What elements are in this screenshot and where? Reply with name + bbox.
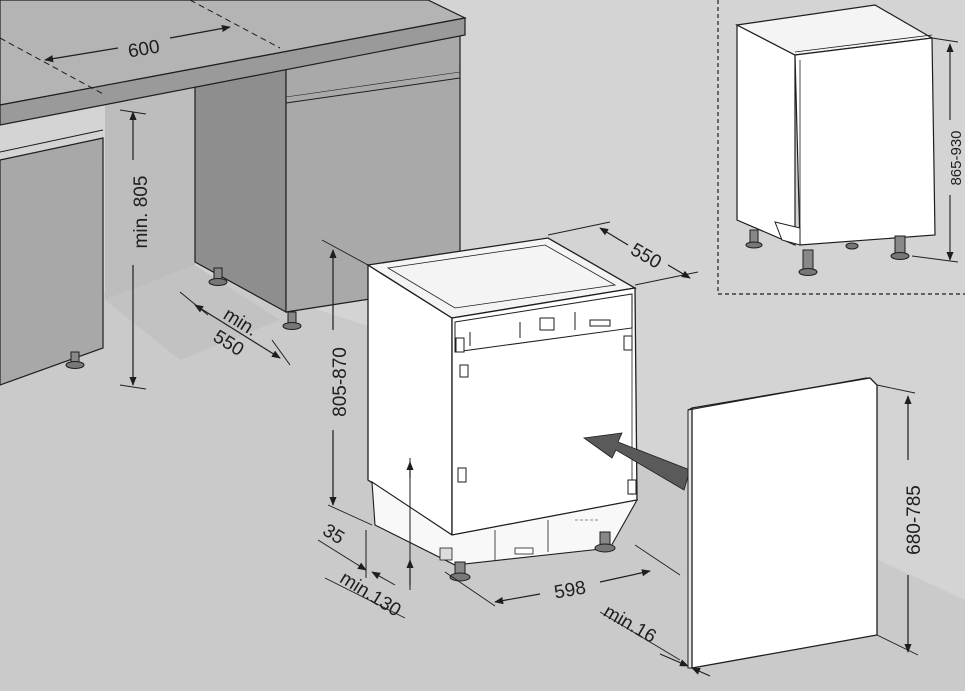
inset-foot-2 bbox=[798, 249, 818, 276]
dishwasher-bracket-1 bbox=[539, 317, 555, 331]
dim-label-680-785: 680-785 bbox=[904, 485, 925, 555]
dim-label-865-930: 865-930 bbox=[948, 130, 965, 185]
door-panel-front bbox=[691, 377, 878, 669]
insertion-arrow bbox=[582, 432, 691, 491]
inset-foot-3 bbox=[890, 235, 910, 260]
dim-label-805-870: 805-870 bbox=[330, 347, 351, 417]
dim-panel-height: 680-785 bbox=[876, 384, 925, 656]
worktop-edge bbox=[0, 17, 466, 126]
dishwasher-foot-front bbox=[594, 531, 616, 553]
right-cabinet-foot-2 bbox=[282, 311, 302, 330]
dim-label-min805: min. 805 bbox=[131, 176, 152, 249]
right-cabinet-drawer-line bbox=[285, 77, 461, 104]
dim-niche-height: min. 805 bbox=[119, 109, 152, 390]
inset-panel: 865-930 bbox=[717, 0, 965, 295]
dim-label-550-appliance: 550 bbox=[627, 239, 665, 273]
dishwasher-bracket-2 bbox=[589, 319, 611, 327]
left-cabinet-drawer-line bbox=[0, 129, 104, 153]
inset-foot-1 bbox=[745, 229, 763, 249]
right-cabinet-foot-1 bbox=[208, 267, 228, 286]
dishwasher bbox=[366, 237, 639, 582]
dim-appliance-height: 805-870 bbox=[321, 239, 373, 526]
inset-dashed-border bbox=[717, 0, 965, 295]
kitchen-cabinets bbox=[0, 0, 467, 386]
left-cabinet-foot bbox=[65, 351, 85, 369]
niche-back bbox=[105, 72, 195, 300]
door-panel bbox=[687, 377, 878, 669]
inset-appliance-door bbox=[794, 37, 936, 246]
left-cabinet-front bbox=[0, 137, 104, 386]
inset-appliance-side bbox=[736, 24, 796, 246]
